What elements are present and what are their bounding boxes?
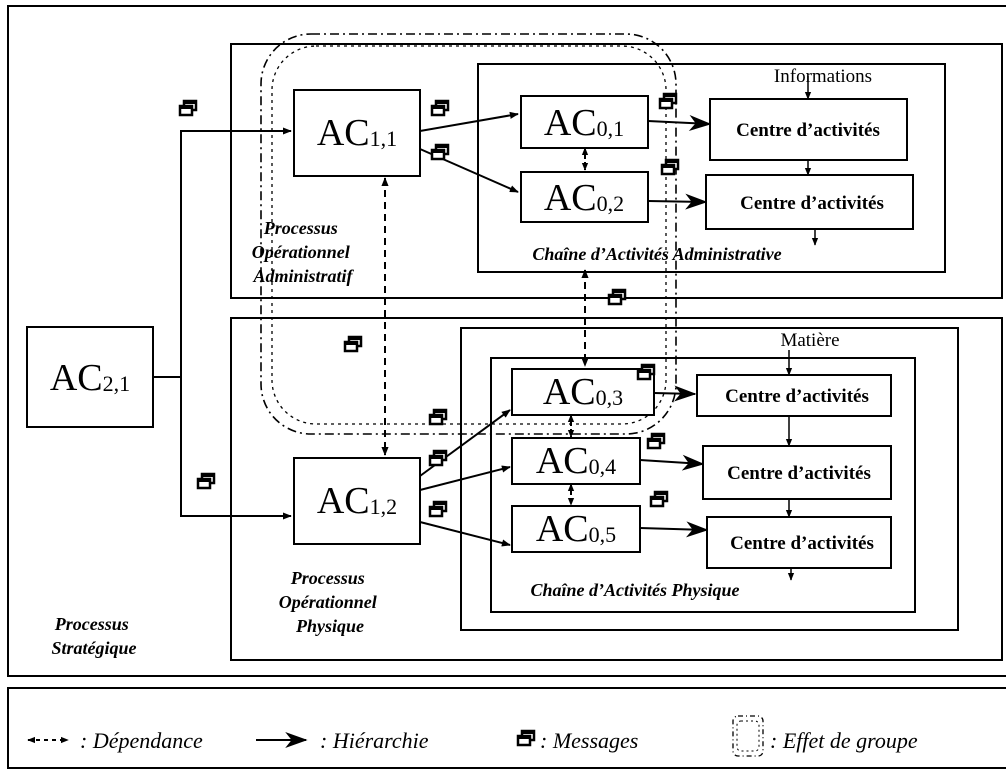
legend-groupe: : Effet de groupe	[770, 728, 918, 753]
svg-text:AC0,2: AC0,2	[544, 177, 624, 219]
ac21-box: AC2,1	[26, 326, 154, 428]
matiere-label: Matière	[780, 330, 839, 351]
ac03-box: AC0,3	[511, 368, 655, 416]
centre-phys-3-label: Centre d’activités	[730, 533, 874, 554]
arrow-ac12-ac04	[419, 465, 511, 491]
ac01-sub: 0,1	[597, 116, 625, 141]
ac12-box: AC1,2	[293, 457, 421, 545]
legend-dependance: : Dépendance	[80, 728, 203, 753]
admin-label-line-3: Administratif	[252, 266, 354, 286]
legend-messages: : Messages	[540, 728, 638, 753]
arrow-ac03-centre	[653, 385, 697, 402]
strategic-process-frame	[7, 5, 1006, 677]
physical-chain-inner-frame	[490, 357, 916, 613]
admin-label-line-2: Opérationnel	[252, 242, 350, 262]
ac05-box: AC0,5	[511, 505, 641, 553]
message-icon	[649, 490, 669, 508]
message-icon	[607, 288, 627, 306]
ac05-main: AC	[536, 508, 589, 550]
message-icon	[428, 408, 448, 426]
group-effect-inner-outline	[271, 45, 667, 425]
legend-group-symbol	[732, 715, 764, 757]
legend-message-icon	[516, 729, 536, 747]
physical-label-line-3: Physique	[295, 616, 364, 636]
arrow-ac02-centre	[647, 193, 708, 210]
message-icon	[178, 99, 198, 117]
ac02-main: AC	[544, 177, 597, 219]
centre-admin-1: Centre d’activités	[709, 98, 908, 161]
message-icon	[343, 335, 363, 353]
arrow-ac11-ac01	[419, 111, 519, 132]
message-icon	[430, 143, 450, 161]
svg-text:AC0,4: AC0,4	[536, 440, 616, 482]
svg-text:AC0,1: AC0,1	[544, 102, 624, 144]
admin-chain-frame	[477, 63, 946, 273]
centre-phys-2-label: Centre d’activités	[727, 463, 871, 484]
centre-phys-2: Centre d’activités	[702, 445, 892, 500]
message-icon	[196, 472, 216, 490]
legend-group-symbol-inner	[736, 720, 760, 752]
ac12-sub: 1,2	[370, 494, 398, 519]
strategic-label-line-2: Stratégique	[51, 638, 136, 658]
ac21-sub: 2,1	[103, 371, 131, 396]
arrow-ac12-ac05	[419, 521, 511, 547]
group-effect-outline	[260, 33, 677, 435]
centre-admin-2-label: Centre d’activités	[740, 193, 884, 214]
ac02-sub: 0,2	[597, 191, 625, 216]
centre-admin-1-label: Centre d’activités	[736, 120, 880, 141]
ac21-main: AC	[50, 357, 103, 399]
ac05-sub: 0,5	[589, 522, 617, 547]
legend-frame	[7, 687, 1006, 769]
ac04-main: AC	[536, 440, 589, 482]
ac01-box: AC0,1	[520, 95, 649, 149]
physical-label-line-1: Processus	[290, 568, 365, 588]
svg-text:AC0,3: AC0,3	[543, 371, 623, 413]
ac11-box: AC1,1	[293, 89, 421, 177]
admin-label-line-1: Processus	[263, 218, 338, 238]
centre-phys-1-label: Centre d’activités	[725, 386, 869, 407]
ac02-box: AC0,2	[520, 171, 649, 223]
ac03-sub: 0,3	[596, 385, 624, 410]
message-icon	[428, 449, 448, 467]
arrow-ac01-centre	[647, 115, 712, 131]
physical-label-line-2: Opérationnel	[279, 592, 377, 612]
arrow-ac04-centre	[639, 454, 705, 471]
arrow-ac05-centre	[639, 521, 709, 538]
centre-phys-3: Centre d’activités	[706, 516, 892, 569]
ac12-main: AC	[317, 480, 370, 522]
physical-process-label: Processus Opérationnel Physique	[279, 568, 382, 636]
message-icon	[430, 99, 450, 117]
ac01-main: AC	[544, 102, 597, 144]
arrow-ac21-ac12	[180, 377, 292, 520]
centre-phys-1: Centre d’activités	[696, 374, 892, 417]
svg-text:AC1,2: AC1,2	[317, 480, 397, 522]
strategic-label-line-1: Processus	[54, 614, 129, 634]
svg-text:AC0,5: AC0,5	[536, 508, 616, 550]
legend: : Dépendance : Hiérarchie : Messages : E…	[27, 715, 918, 757]
informations-label: Informations	[774, 66, 872, 87]
arrow-ac21-ac11	[153, 127, 292, 378]
physical-chain-label: Chaîne d’Activités Physique	[531, 580, 740, 600]
strategic-process-label: Processus Stratégique	[51, 614, 136, 658]
svg-text:AC1,1: AC1,1	[317, 112, 397, 154]
ac11-sub: 1,1	[370, 126, 398, 151]
physical-process-frame	[230, 317, 1003, 661]
message-icon	[646, 432, 666, 450]
ac04-box: AC0,4	[511, 437, 641, 485]
message-icon	[428, 500, 448, 518]
legend-hierarchie: : Hiérarchie	[320, 728, 429, 753]
ac04-sub: 0,4	[589, 454, 617, 479]
ac03-main: AC	[543, 371, 596, 413]
centre-admin-2: Centre d’activités	[705, 174, 914, 230]
svg-text:AC2,1: AC2,1	[50, 357, 130, 399]
admin-chain-label: Chaîne d’Activités Administrative	[532, 244, 781, 264]
ac11-main: AC	[317, 112, 370, 154]
admin-process-label: Processus Opérationnel Administratif	[252, 218, 355, 286]
message-icon	[658, 92, 678, 110]
